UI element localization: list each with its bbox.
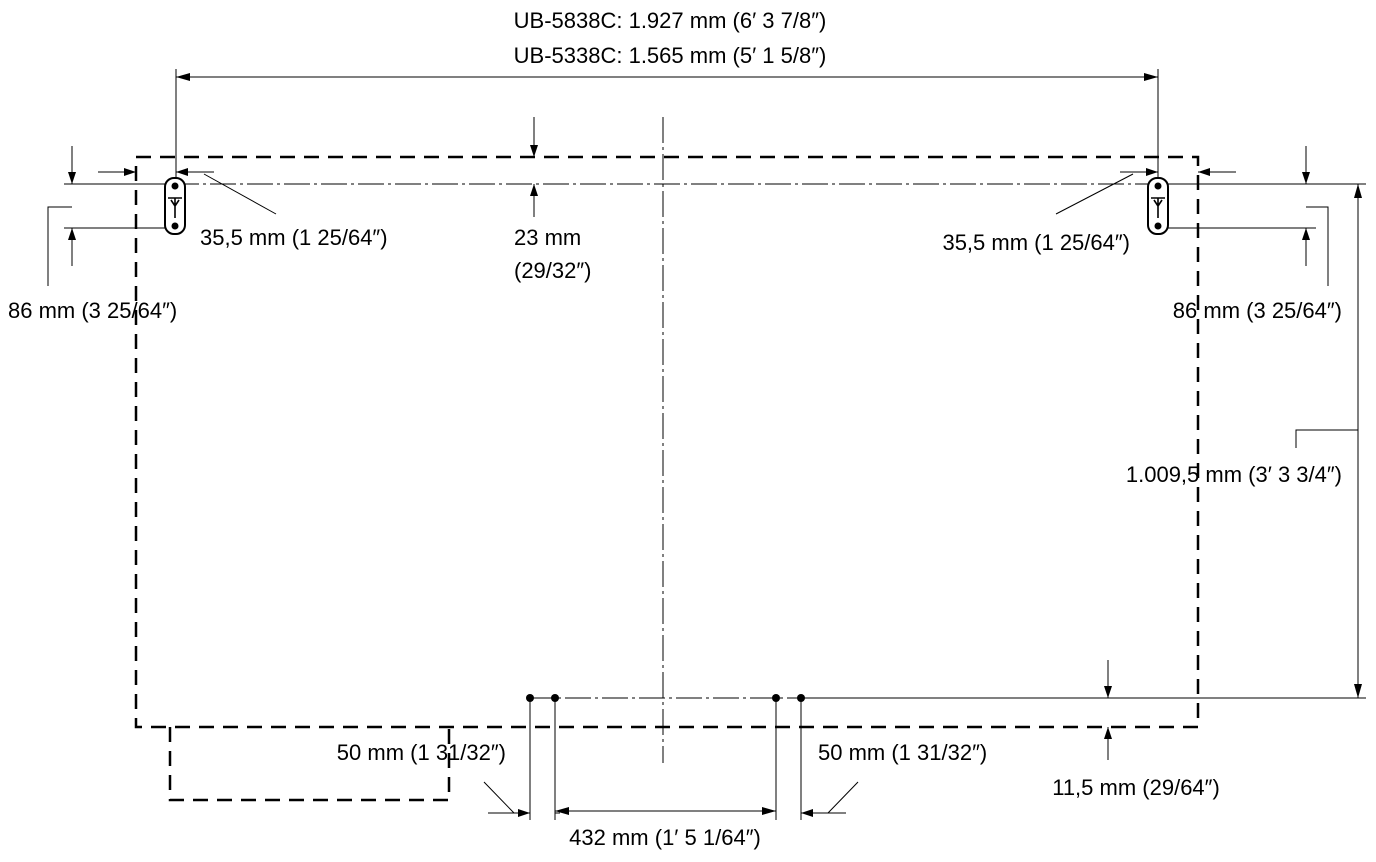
top-margin-imperial: (29/32″)	[514, 258, 592, 283]
unit-outline	[134, 155, 1200, 729]
bottom-margin-label: 11,5 mm (29/64″)	[1052, 775, 1220, 800]
height-total-label: 1.009,5 mm (3′ 3 3/4″)	[1126, 462, 1342, 487]
width-label-5838: UB-5838C: 1.927 mm (6′ 3 7/8″)	[514, 8, 827, 33]
hole-offset-left: 50 mm (1 31/32″)	[337, 740, 506, 765]
left-bracket-icon	[164, 177, 186, 235]
right-bracket-icon	[1147, 177, 1169, 235]
hole-offset-right: 50 mm (1 31/32″)	[818, 740, 987, 765]
offset-label-right: 35,5 mm (1 25/64″)	[942, 230, 1130, 255]
bracket-height-right: 86 mm (3 25/64″)	[1173, 298, 1342, 323]
hole-spacing-label: 432 mm (1′ 5 1/64″)	[569, 825, 761, 850]
width-label-5338: UB-5338C: 1.565 mm (5′ 1 5/8″)	[514, 43, 827, 68]
stand-outline	[168, 727, 451, 802]
bracket-height-left: 86 mm (3 25/64″)	[8, 298, 177, 323]
offset-label-left: 35,5 mm (1 25/64″)	[200, 225, 388, 250]
top-margin-value: 23 mm	[514, 225, 581, 250]
